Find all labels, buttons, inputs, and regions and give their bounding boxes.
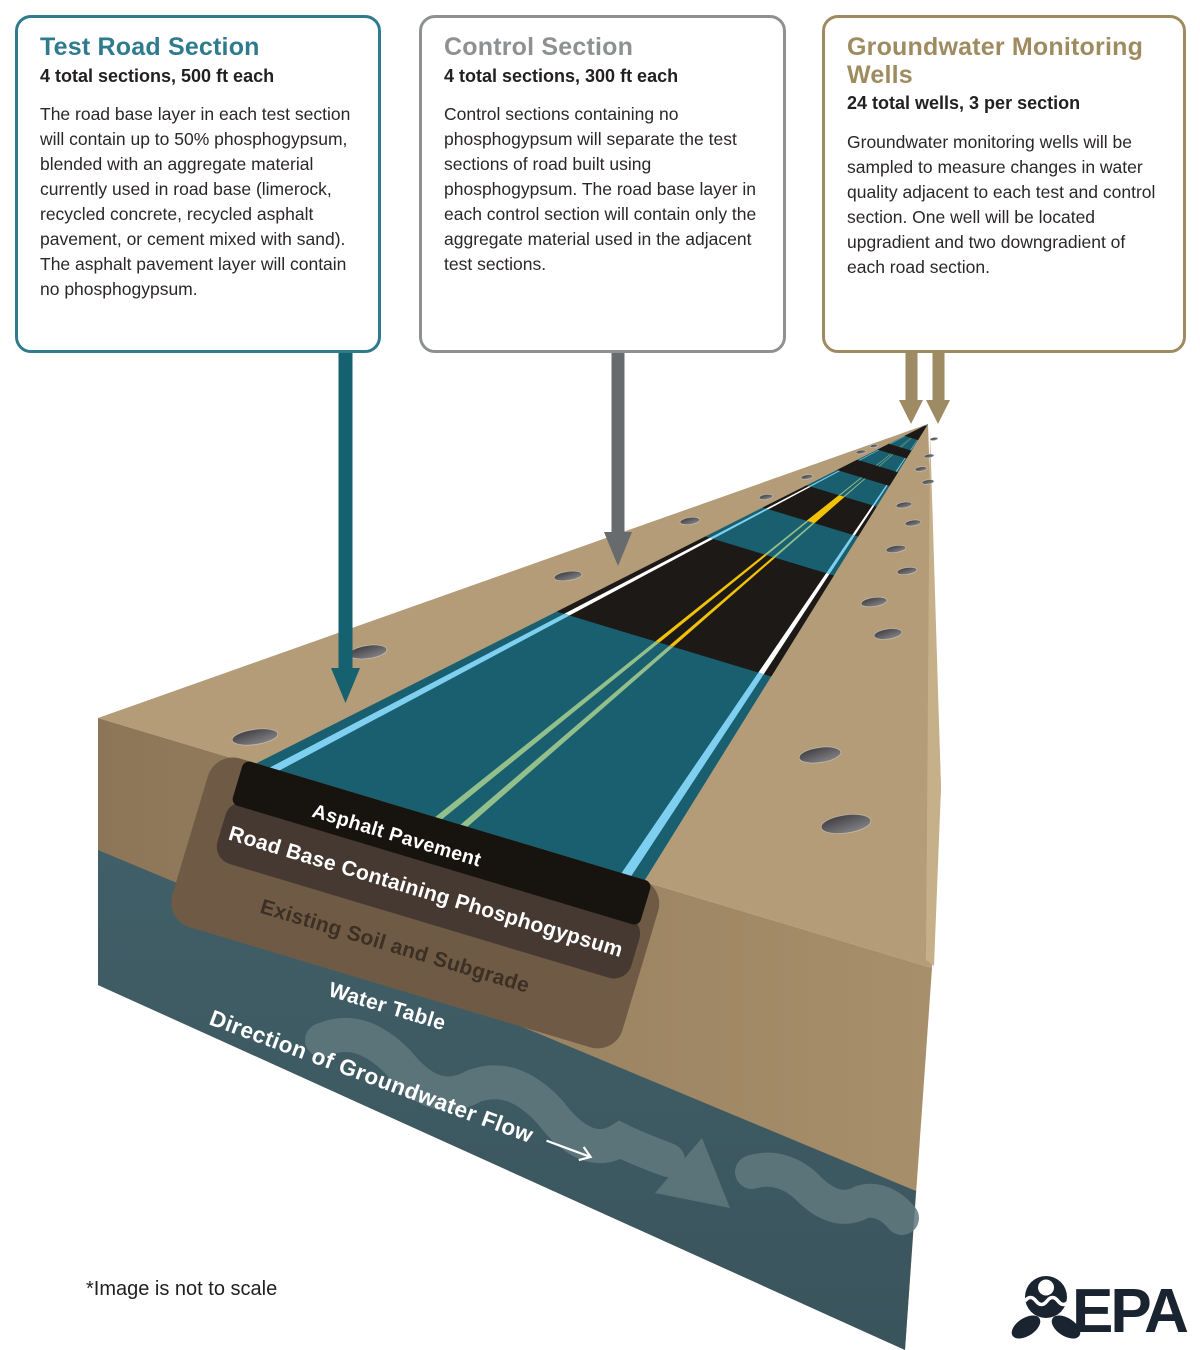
road-control-section-4 (877, 443, 912, 459)
footnote: *Image is not to scale (86, 1278, 277, 1300)
road-centerline-yellow-1 (655, 554, 767, 643)
flow-small-arrow-icon (546, 1139, 593, 1162)
road-centerline-yellow-3 (806, 495, 845, 524)
monitoring-wells (231, 437, 939, 834)
control-section-arrow (604, 350, 632, 566)
callout-control-section: Control Section 4 total sections, 300 ft… (419, 15, 786, 353)
monitoring-well (679, 516, 701, 526)
road-centerline-yellow-2 (669, 557, 776, 647)
monitoring-well (855, 449, 867, 455)
monitoring-well (869, 444, 879, 448)
road-control-section-5 (904, 425, 927, 441)
wells-arrow-2 (926, 350, 950, 424)
layer-road-base (216, 801, 641, 979)
monitoring-well (873, 628, 903, 640)
road-stripe-white-right-2 (852, 505, 875, 536)
monitoring-well (923, 453, 935, 459)
callout-subtitle: 24 total wells, 3 per section (847, 93, 1081, 113)
callout-body: The road base layer in each test section… (40, 104, 351, 300)
callout-test-road-section: Test Road Section 4 total sections, 500 … (15, 15, 381, 353)
road-stripe-white-left-1 (564, 537, 713, 616)
monitoring-well (896, 566, 918, 576)
monitoring-well (798, 746, 842, 764)
road-stripe-white-right-1 (758, 573, 830, 675)
monitoring-well (820, 814, 872, 834)
monitoring-well (800, 474, 814, 480)
ground-right-edge-highlight (926, 430, 941, 966)
flow-arrowhead (655, 1138, 730, 1208)
monitoring-well (895, 501, 913, 509)
road-control-section-1 (556, 536, 834, 677)
layer-asphalt (232, 761, 651, 925)
monitoring-well (231, 728, 279, 746)
road (253, 424, 928, 883)
wells-arrow-1 (899, 350, 923, 424)
monitoring-well (921, 479, 935, 485)
callout-groundwater-wells: Groundwater Monitoring Wells 24 total we… (822, 15, 1186, 353)
monitoring-well (929, 437, 939, 441)
monitoring-well (860, 596, 888, 608)
epa-logo: EPA (1011, 1276, 1191, 1346)
groundwater-flow-ribbon (305, 1017, 919, 1235)
road-surface-teal (253, 424, 928, 883)
callout-body: Control sections containing no phosphogy… (444, 104, 757, 275)
flow-wave-left (305, 1017, 685, 1177)
monitoring-well (553, 570, 583, 582)
test-section-arrow (331, 350, 360, 703)
callout-title: Groundwater Monitoring Wells (847, 33, 1144, 89)
callout-subtitle: 4 total sections, 500 ft each (40, 65, 275, 86)
epa-logo-text: EPA (1072, 1277, 1188, 1346)
monitoring-well (758, 493, 774, 501)
road-stripe-white-left-2 (766, 486, 811, 510)
monitoring-well (914, 466, 928, 472)
callout-body: Groundwater monitoring wells will be sam… (847, 131, 1156, 277)
callout-title: Test Road Section (40, 33, 260, 61)
epa-flower-icon (1011, 1276, 1081, 1339)
callout-subtitle: 4 total sections, 300 ft each (444, 65, 679, 86)
callout-title: Control Section (444, 33, 634, 61)
flow-wave-right (735, 1152, 919, 1235)
monitoring-well (885, 544, 907, 554)
road-control-section-3 (836, 459, 899, 486)
monitoring-well (904, 519, 922, 527)
